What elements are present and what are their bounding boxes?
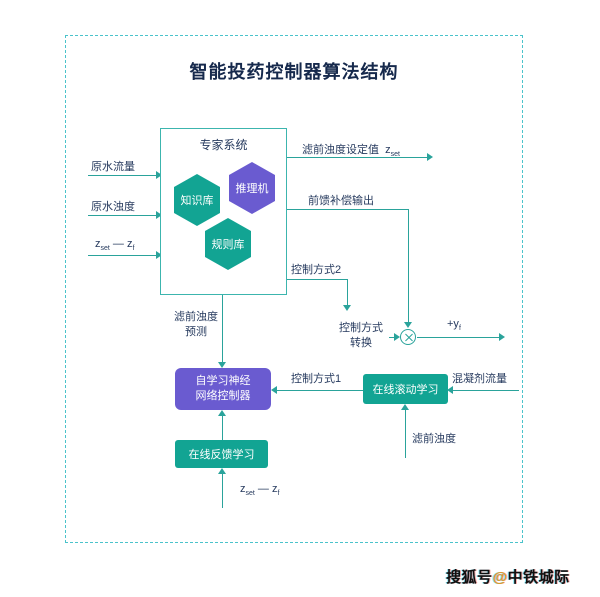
mode-switch-label: 控制方式 转换 (330, 321, 392, 351)
watermark-prefix: 搜狐号 (446, 569, 493, 586)
raw-turbidity-line (88, 215, 156, 216)
rolling-learning-box: 在线滚动学习 (363, 374, 448, 404)
plus-y: +y (447, 318, 459, 330)
prediction-label: 滤前浊度 预测 (167, 310, 225, 340)
rolling-learning-label: 在线滚动学习 (372, 384, 439, 396)
coagulant-label: 混凝剂流量 (452, 373, 507, 385)
neural-controller-box: 自学习神经 网络控制器 (175, 368, 271, 410)
raw-flow-label: 原水流量 (91, 161, 135, 173)
prefilter-vline (405, 410, 406, 458)
raw-flow-line (88, 175, 156, 176)
prediction-arrowhead (218, 362, 226, 368)
mode-switch-line (389, 337, 395, 338)
prefilter-label: 滤前浊度 (412, 433, 456, 445)
feedforward-label: 前馈补偿输出 (308, 195, 374, 207)
bottom-error-base2: z (271, 483, 278, 495)
sohu-at-icon: @ (492, 569, 508, 586)
watermark-suffix: 中铁城际 (507, 569, 570, 586)
mode2-vline (347, 279, 348, 305)
mode2-arrowhead (343, 305, 351, 311)
mode1-label: 控制方式1 (291, 373, 342, 385)
setpoint-text: 滤前浊度设定值 (302, 144, 379, 156)
bottom-error-sub1: set (245, 490, 255, 498)
prediction-line1: 滤前浊度 (174, 311, 218, 323)
mode1-line (277, 390, 363, 391)
plus-y-sub: f (458, 325, 461, 333)
error-base1: z (95, 238, 101, 250)
setpoint-sub: set (390, 151, 400, 159)
neural-label-line1: 自学习神经 (195, 375, 251, 387)
coagulant-arrowhead (447, 386, 453, 394)
diagram-title: 智能投药控制器算法结构 (189, 62, 399, 82)
feedback-to-neural-vline (222, 416, 223, 440)
error-sub2: f (132, 245, 135, 253)
bottom-error-dash: — (254, 483, 272, 495)
prediction-line2: 预测 (185, 326, 207, 338)
setpoint-line (287, 157, 427, 158)
mode-switch-line1: 控制方式 (339, 322, 383, 334)
mode1-arrowhead (271, 386, 277, 394)
error-input-line (88, 255, 156, 256)
feedforward-arrowhead (404, 322, 412, 328)
dashed-frame (65, 35, 523, 543)
neural-label-line2: 网络控制器 (195, 390, 251, 402)
watermark: 搜狐号@中铁城际 (446, 566, 570, 587)
raw-flow-arrowhead (156, 171, 162, 179)
raw-turbidity-label: 原水浊度 (91, 201, 135, 213)
junction-output-arrowhead (499, 333, 505, 341)
bottom-error-vline (222, 474, 223, 508)
feedback-learning-box: 在线反馈学习 (175, 440, 268, 468)
mode-switch-arrowhead (394, 333, 400, 341)
bottom-error-label: zset — zf (240, 483, 279, 497)
feedforward-vline (408, 209, 409, 322)
bottom-error-arrowhead (218, 468, 226, 474)
mode-switch-line2: 转换 (350, 337, 372, 349)
rules-label: 规则库 (211, 239, 245, 251)
bottom-error-base1: z (240, 483, 246, 495)
prefilter-arrowhead (401, 404, 409, 410)
setpoint-var: z (385, 144, 391, 156)
coagulant-line (453, 390, 519, 391)
knowledge-label: 知识库 (180, 195, 214, 207)
feedback-to-neural-arrowhead (218, 410, 226, 416)
inference-label: 推理机 (235, 183, 269, 195)
setpoint-output-label: 滤前浊度设定值 zset (302, 141, 400, 158)
expert-system-label: 专家系统 (199, 138, 248, 152)
feedforward-hline (287, 209, 408, 210)
error-input-label: zset — zf (95, 238, 134, 252)
feedback-learning-label: 在线反馈学习 (188, 449, 255, 461)
error-dash: — (109, 238, 127, 250)
error-base2: z (126, 238, 133, 250)
setpoint-arrowhead (427, 153, 433, 161)
mode2-hline (287, 279, 347, 280)
junction-output-line (417, 337, 501, 338)
bottom-error-sub2: f (277, 490, 280, 498)
prediction-vline (222, 295, 223, 362)
raw-turbidity-arrowhead (156, 211, 162, 219)
output-y-label: +yf (447, 318, 461, 332)
knowledge-hexagon: 知识库 (174, 174, 220, 226)
error-sub1: set (100, 245, 110, 253)
error-input-arrowhead (156, 251, 162, 259)
multiply-junction-icon (400, 329, 416, 345)
mode2-label: 控制方式2 (291, 264, 342, 276)
